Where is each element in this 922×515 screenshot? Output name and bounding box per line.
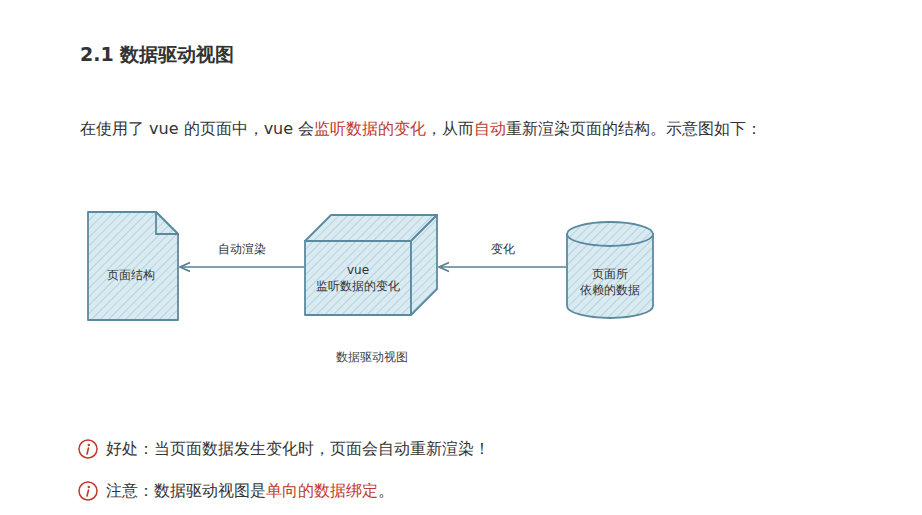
body-text: 重新渲染页面的结构。示意图如下： (506, 119, 762, 138)
body-text: 好处：当页面数据发生变化时，页面会自动重新渲染！ (106, 439, 490, 458)
arrow-connector (180, 266, 304, 267)
highlight-text: 自动 (474, 119, 506, 138)
edge-label: 自动渲染 (215, 241, 269, 258)
arrow-connector (439, 266, 566, 267)
node-text-area: 页面结构 (94, 230, 168, 320)
text-line: 在使用了 vue 的页面中，vue 会监听数据的变化，从而自动重新渲染页面的结构… (80, 119, 762, 140)
node-label: 页面结构 (107, 267, 155, 283)
shape-face (305, 241, 411, 315)
highlight-text: 单向的数据绑定 (266, 481, 378, 500)
shape-face (88, 212, 178, 320)
document-shape: 页面结构 (88, 212, 178, 320)
edge-label: 变化 (488, 241, 518, 258)
shape-face (567, 222, 653, 246)
shape-face (156, 212, 178, 234)
section-title: 2.1 数据驱动视图 (80, 42, 234, 68)
info-icon (79, 482, 97, 500)
diagram-caption: 数据驱动视图 (336, 349, 408, 366)
body-text: ，从而 (426, 119, 474, 138)
vue-box: vue 监听数据的变化 (305, 215, 437, 315)
text-line: 好处：当页面数据发生变化时，页面会自动重新渲染！ (106, 439, 490, 460)
node-text-area: vue 监听数据的变化 (311, 241, 405, 315)
body-text: 。 (378, 481, 394, 500)
info-icon (79, 440, 97, 458)
node-outline (305, 215, 437, 315)
highlight-text: 监听数据的变化 (314, 119, 426, 138)
database-cylinder: 页面所 依赖的数据 (567, 222, 653, 318)
body-text: 在使用了 vue 的页面中，vue 会 (80, 119, 314, 138)
shape-face (411, 215, 437, 315)
node-label: vue 监听数据的变化 (311, 262, 405, 294)
node-text-area: 页面所 依赖的数据 (573, 246, 647, 318)
node-label: 页面所 依赖的数据 (573, 266, 647, 298)
node-outline (88, 212, 178, 320)
text-line: 注意：数据驱动视图是单向的数据绑定。 (106, 481, 394, 502)
body-text: 注意：数据驱动视图是 (106, 481, 266, 500)
